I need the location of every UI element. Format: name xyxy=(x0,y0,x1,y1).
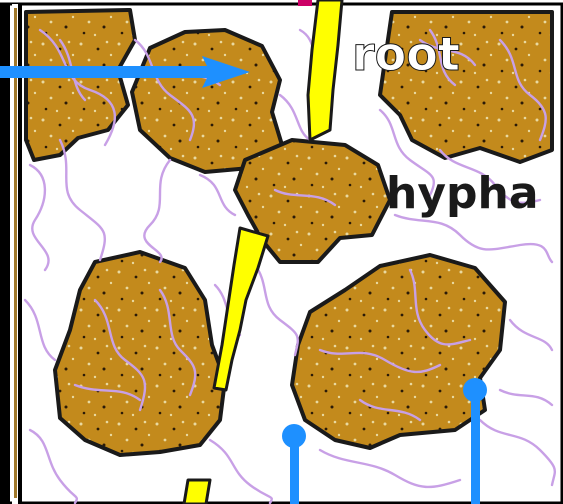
top-edge-mark xyxy=(298,0,312,6)
hypha-label: hypha xyxy=(386,168,539,219)
root-bottom xyxy=(184,480,210,504)
root-label: root xyxy=(352,27,460,81)
